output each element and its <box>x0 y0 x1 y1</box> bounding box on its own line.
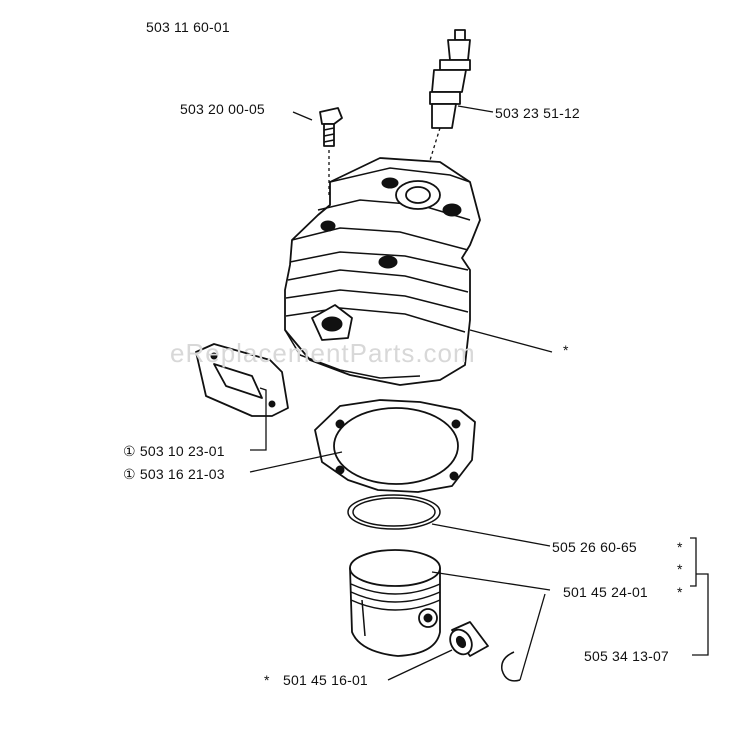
label-piston-marker: * <box>677 584 683 600</box>
label-piston-ring-marker: * <box>677 539 683 555</box>
label-piston[interactable]: 501 45 24-01 <box>563 584 648 600</box>
assembly-number: 503 11 60-01 <box>146 19 230 35</box>
bolt-part[interactable] <box>319 107 343 196</box>
label-bearing-marker: * <box>264 672 270 688</box>
label-spark-plug[interactable]: 503 23 51-12 <box>495 105 580 121</box>
label-bearing[interactable]: 501 45 16-01 <box>283 672 368 688</box>
label-cylinder-marker: * <box>563 342 569 358</box>
spark-plug-part[interactable] <box>421 29 471 187</box>
label-kit[interactable]: 505 34 13-07 <box>584 648 669 664</box>
label-bolt[interactable]: 503 20 00-05 <box>180 101 265 117</box>
cylinder-part[interactable] <box>284 157 481 386</box>
label-base-gasket[interactable]: ① 503 16 21-03 <box>123 466 225 482</box>
leader-lines <box>249 105 709 681</box>
piston-part[interactable] <box>349 549 441 657</box>
label-small-gasket[interactable]: ① 503 10 23-01 <box>123 443 225 459</box>
label-piston-ring[interactable]: 505 26 60-65 <box>552 539 637 555</box>
small-gasket-part[interactable] <box>195 343 289 417</box>
circlip-part[interactable] <box>501 651 521 682</box>
base-gasket-part[interactable] <box>314 399 476 493</box>
piston-ring-part[interactable] <box>347 494 441 530</box>
watermark-text: eReplacementParts.com <box>170 338 476 368</box>
needle-bearing-part[interactable] <box>446 621 489 658</box>
label-middle-marker: * <box>677 561 683 577</box>
